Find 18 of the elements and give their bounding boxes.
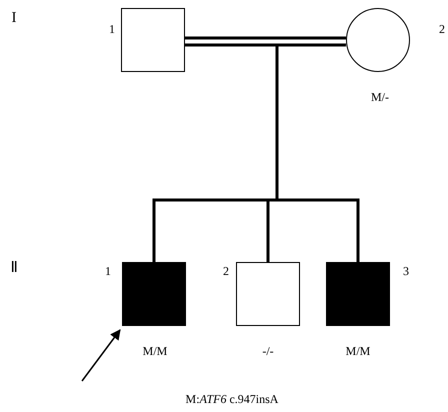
pedigree-square [121,8,185,72]
proband-arrow [81,329,121,382]
individual-number: 2 [223,264,229,279]
affected-square [122,262,186,326]
individual-number: 1 [109,22,115,37]
genotype-label: -/- [262,344,274,359]
individual-number: 3 [403,264,409,279]
descent-line [276,44,360,262]
individual-number: 2 [439,22,445,37]
caption: M:ATF6 c.947insA [186,392,278,407]
genotype-label: M/M [346,344,370,359]
individual-number: 1 [105,264,111,279]
pedigree-square [236,262,300,326]
affected-square [326,262,390,326]
genotype-label: M/- [371,90,389,105]
generation-label: I [12,10,16,27]
generation-label: Ⅱ [10,259,18,277]
genotype-label: M/M [142,344,168,359]
